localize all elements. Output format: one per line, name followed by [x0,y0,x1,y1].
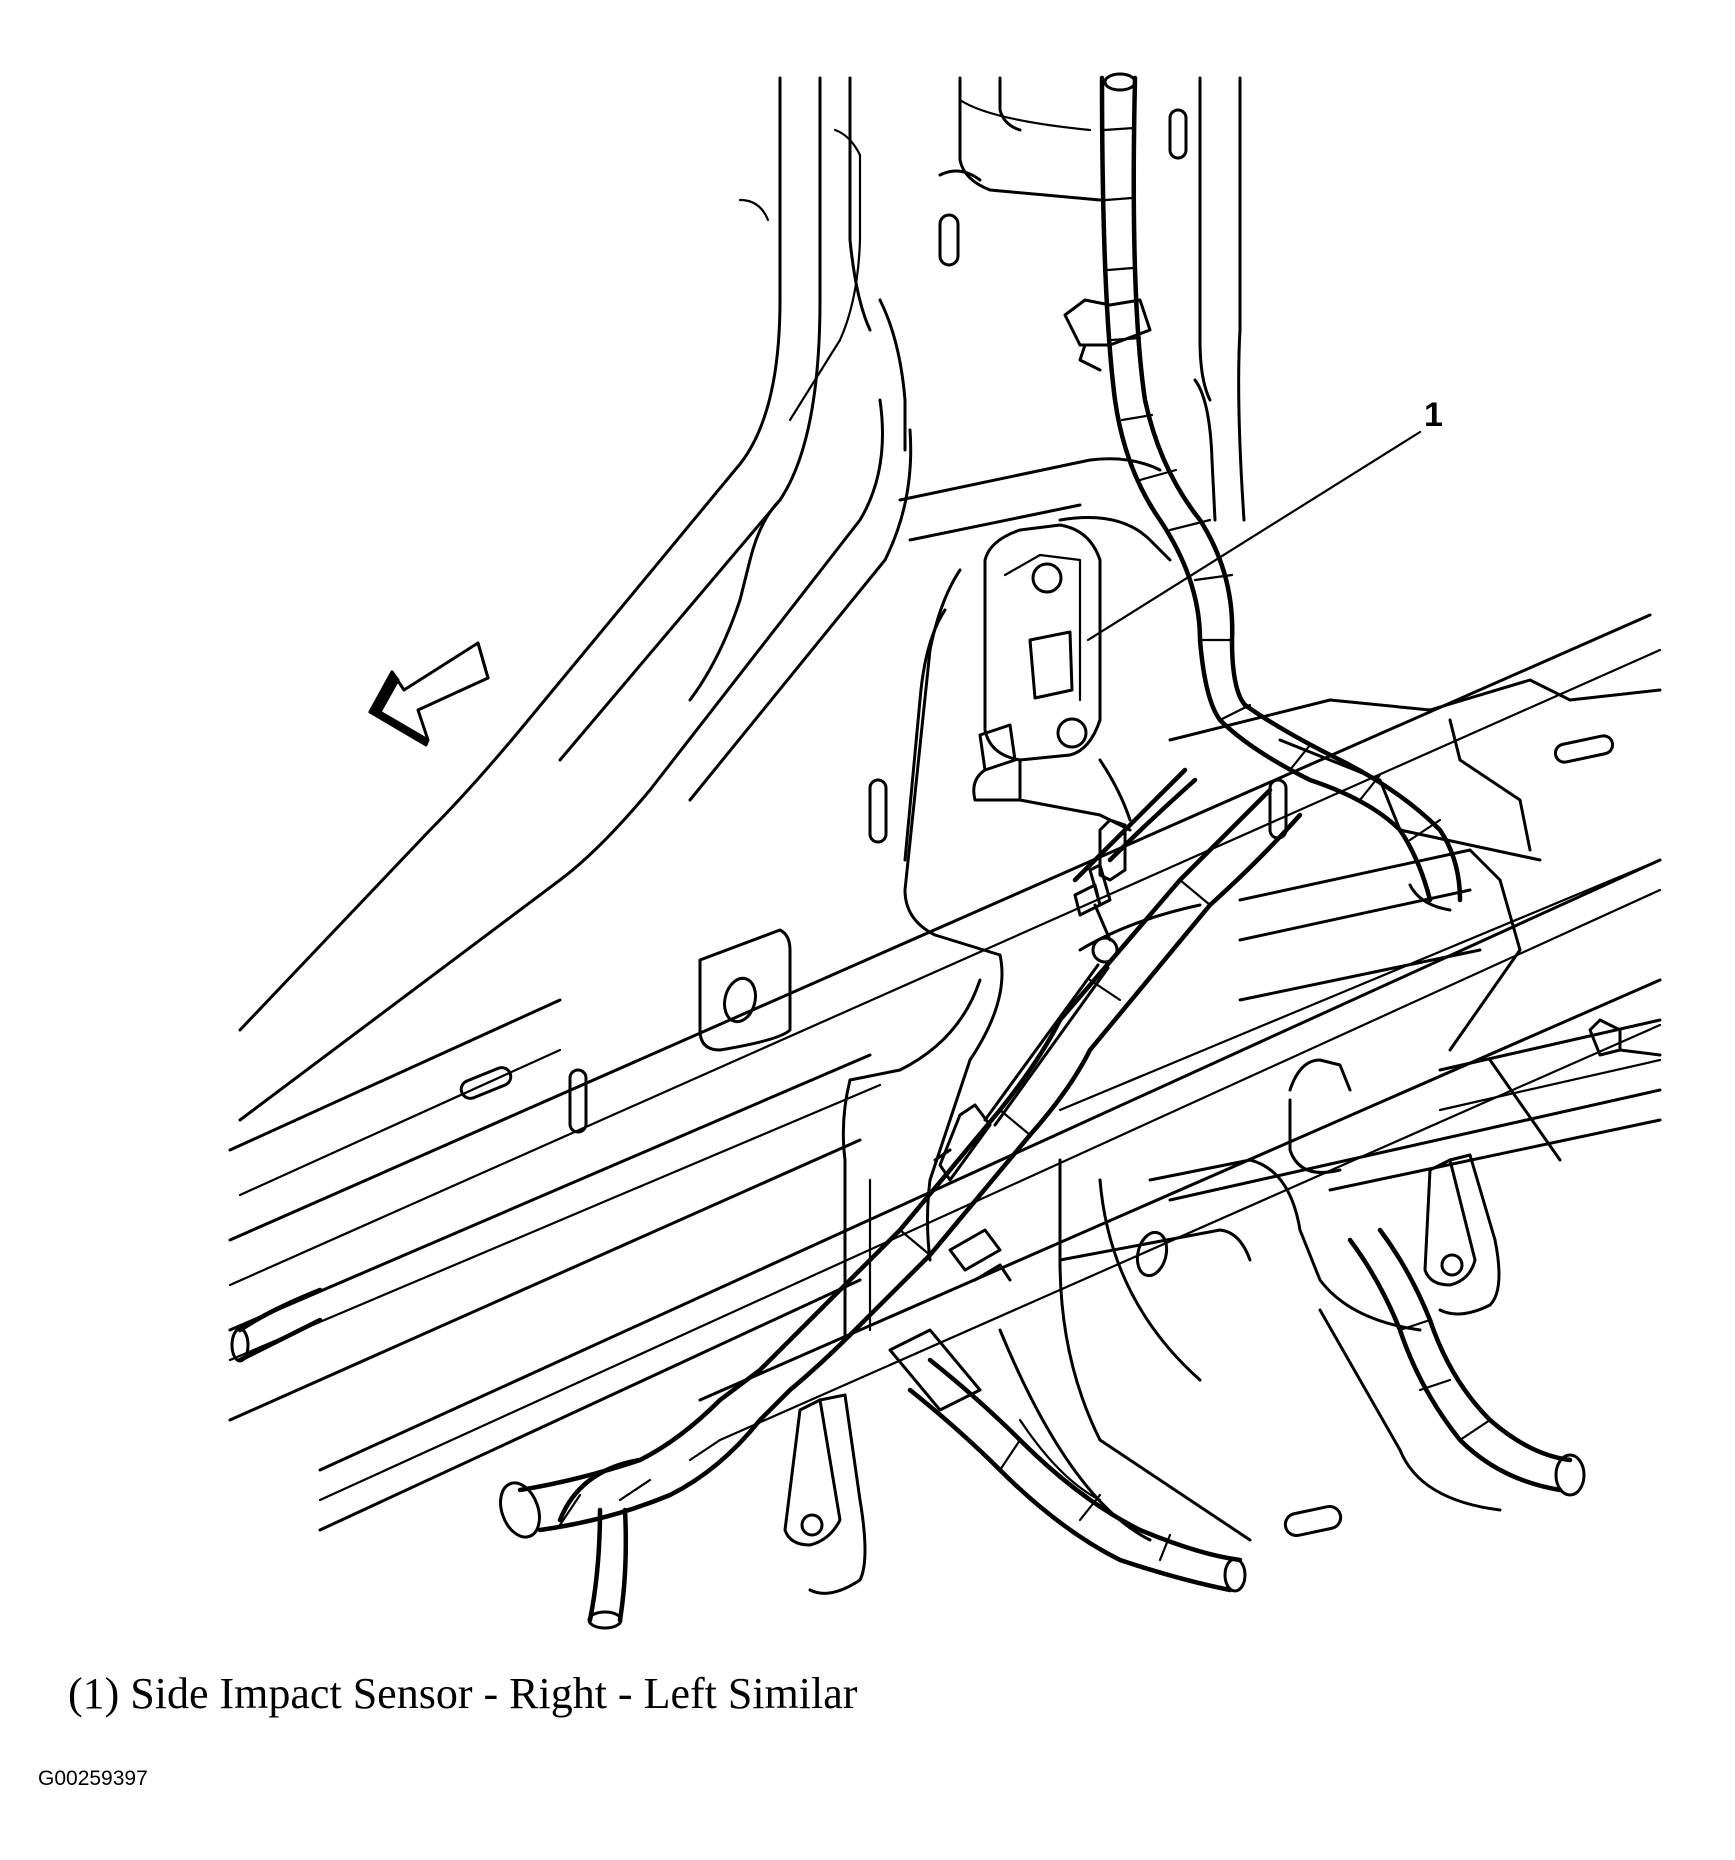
floor-pan [698,928,1662,1542]
wiring-harness-lower [230,767,1586,1630]
sensor-connector [933,818,1127,1182]
figure-caption: (1) Side Impact Sensor - Right - Left Si… [68,1669,858,1718]
wiring-harness-upper [1063,72,1463,912]
b-pillar [238,76,1615,1538]
callout-number: 1 [1424,396,1443,434]
rocker-panel [228,613,1662,1532]
figure-id: G00259397 [38,1767,148,1790]
technical-illustration [228,72,1662,1630]
anchor-brackets [783,1153,1501,1595]
side-impact-sensor [972,523,1102,802]
forward-arrow-icon [368,641,490,747]
callout-leader-line [1086,430,1422,642]
sensor-recess [841,516,1172,1342]
